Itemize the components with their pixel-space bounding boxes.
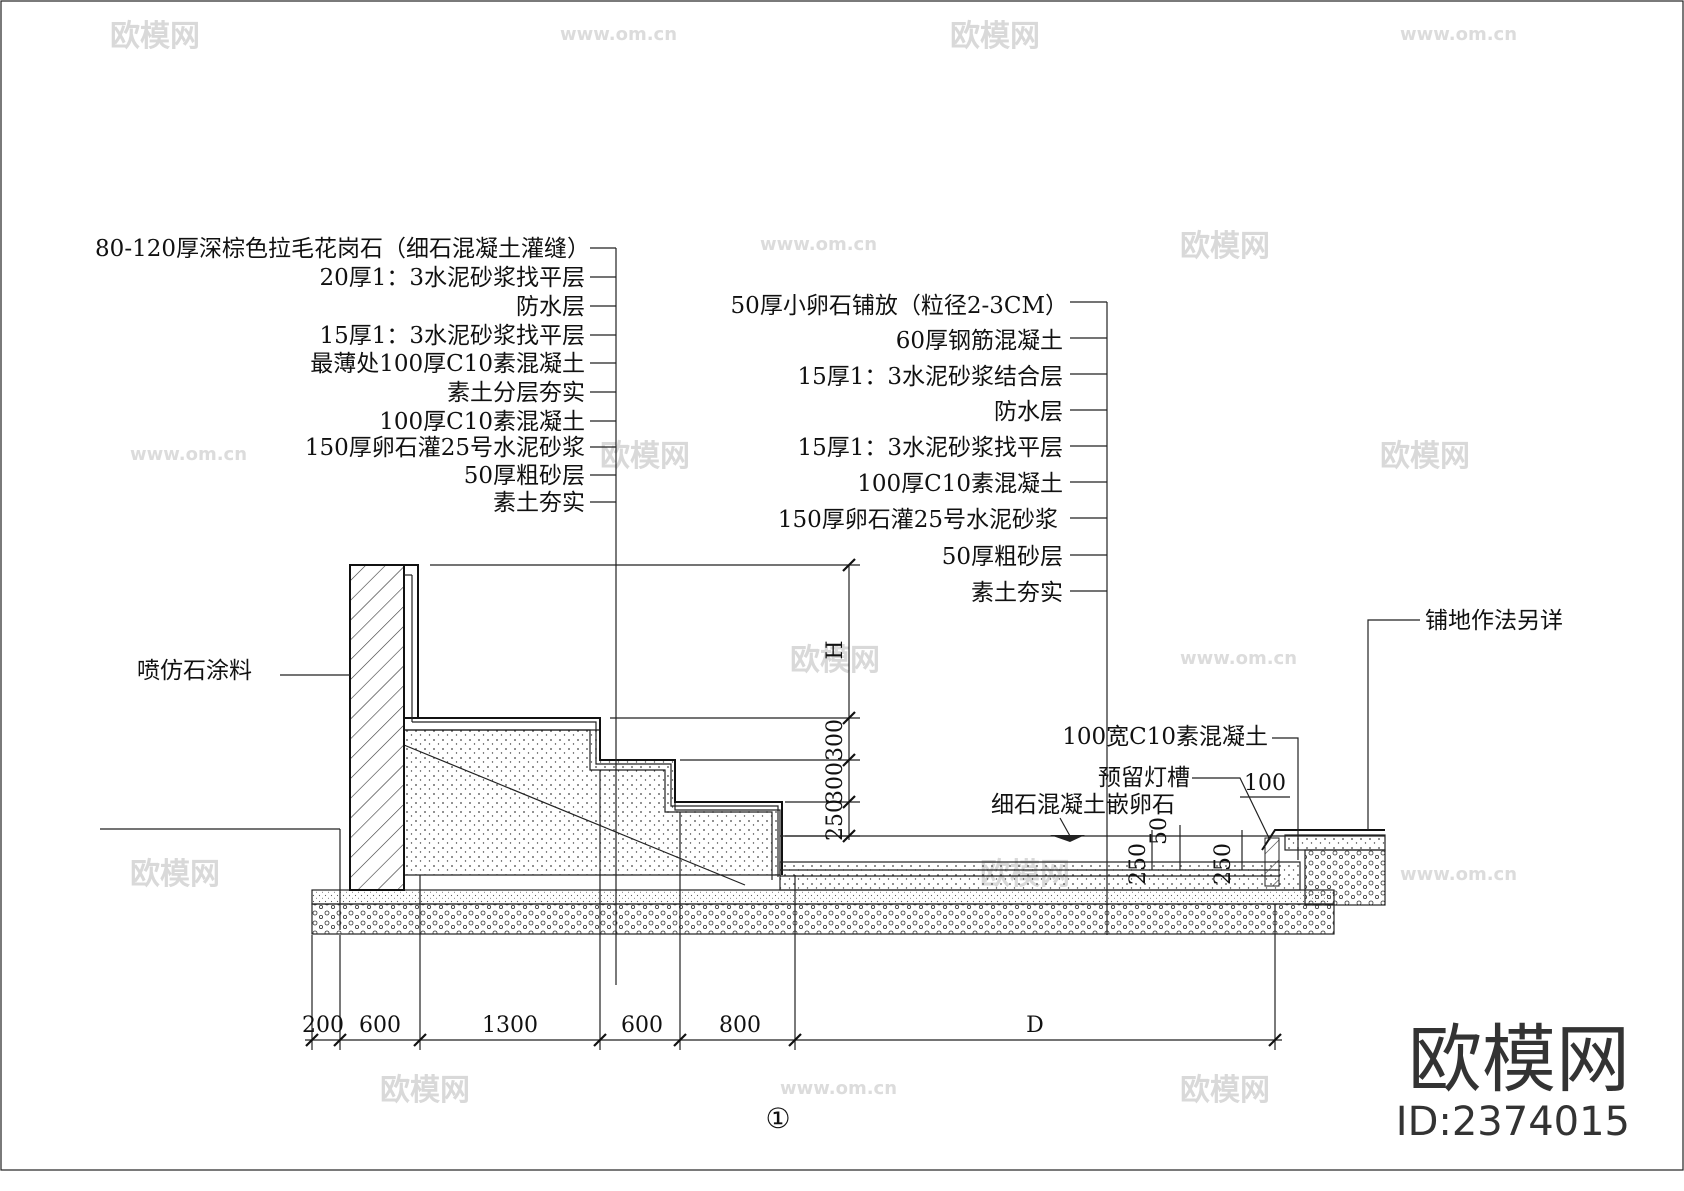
watermark-logo: 欧模网 [950, 19, 1040, 54]
dim-300-b: 300 [823, 762, 848, 804]
brand-name: 欧模网 [1408, 1017, 1630, 1103]
watermark-logo: 欧模网 [130, 857, 220, 892]
paving-base [1284, 834, 1386, 851]
callout-left-4: 15厚1：3水泥砂浆找平层 [319, 323, 585, 349]
light-slot-wall [1264, 837, 1280, 887]
wall-coating-label: 喷仿石涂料 [137, 658, 252, 684]
callout-left-10: 素土夯实 [493, 490, 585, 516]
paving-note-label: 铺地作法另详 [1425, 608, 1563, 634]
edge-concrete-label: 100宽C10素混凝土 [1062, 724, 1268, 750]
edge-width-dim: 100 [1244, 771, 1286, 796]
callout-left-1: 80-120厚深棕色拉毛花岗石（细石混凝土灌缝） [95, 236, 590, 262]
dim-D: D [1026, 1013, 1044, 1038]
callout-right-6: 100厚C10素混凝土 [857, 471, 1063, 497]
other-labels: 喷仿石涂料 铺地作法另详 100宽C10素混凝土 预留灯槽 100 细石混凝土嵌… [137, 608, 1563, 885]
dim-250: 250 [823, 799, 848, 841]
callout-left-3: 防水层 [516, 294, 585, 320]
watermark-logo: 欧模网 [790, 643, 880, 678]
light-slot-label: 预留灯槽 [1098, 765, 1190, 791]
watermark-url: www.om.cn [130, 444, 247, 465]
callout-right-3: 15厚1：3水泥砂浆结合层 [797, 364, 1063, 390]
watermark-logo: 欧模网 [1180, 229, 1270, 264]
step-surface [404, 717, 783, 875]
watermark-url: www.om.cn [560, 24, 677, 45]
edge-pebble-block [1304, 849, 1386, 906]
watermark-url: www.om.cn [1400, 864, 1517, 885]
watermark-logo: 欧模网 [600, 439, 690, 474]
callout-left-9: 50厚粗砂层 [464, 463, 585, 489]
callout-left-8: 150厚卵石灌25号水泥砂浆 [305, 435, 585, 461]
callout-right-9: 素土夯实 [971, 580, 1063, 606]
dim-1300: 1300 [482, 1013, 538, 1038]
slot-depth-a: 50 [1147, 817, 1172, 845]
watermark-logo: 欧模网 [110, 19, 200, 54]
callout-left-5: 最薄处100厚C10素混凝土 [310, 351, 585, 377]
pebble-mortar-layer [311, 903, 1335, 935]
dim-H: H [823, 640, 848, 659]
watermark-url: www.om.cn [780, 1078, 897, 1099]
callout-right-1: 50厚小卵石铺放（粒径2-3CM） [731, 293, 1068, 319]
watermark-url: www.om.cn [1180, 648, 1297, 669]
detail-number: ① [765, 1102, 790, 1135]
slot-depth-b: 250 [1211, 843, 1236, 885]
watermark-url: www.om.cn [760, 234, 877, 255]
dim-600-a: 600 [359, 1013, 401, 1038]
callout-right-7: 150厚卵石灌25号水泥砂浆 [778, 507, 1058, 533]
pebble-inlay-label: 细石混凝土嵌卵石 [991, 792, 1175, 818]
dim-300-a: 300 [823, 719, 848, 761]
callout-left-6: 素土分层夯实 [447, 380, 585, 406]
brand-id: ID:2374015 [1396, 1099, 1630, 1145]
watermark-logo: 欧模网 [1180, 1073, 1270, 1108]
dim-800: 800 [719, 1013, 761, 1038]
watermark-logo: 欧模网 [380, 1073, 470, 1108]
vertical-dimension-chain: H 300 300 250 [430, 558, 860, 843]
callout-left-2: 20厚1：3水泥砂浆找平层 [319, 265, 585, 291]
section-structure [100, 564, 1386, 935]
callout-right-5: 15厚1：3水泥砂浆找平层 [797, 435, 1063, 461]
dim-600-b: 600 [621, 1013, 663, 1038]
sand-layer [311, 889, 1335, 905]
step-waterproof [412, 721, 779, 877]
callout-right-2: 60厚钢筋混凝土 [896, 328, 1063, 354]
watermark-url: www.om.cn [1400, 24, 1517, 45]
dim-200: 200 [302, 1013, 344, 1038]
step-layer [404, 729, 773, 880]
right-callout-group: 50厚小卵石铺放（粒径2-3CM） 60厚钢筋混凝土 15厚1：3水泥砂浆结合层… [731, 293, 1108, 935]
bottom-dimension-chain: 200 600 1300 600 800 D [302, 770, 1282, 1050]
watermark-logo: 欧模网 [1380, 439, 1470, 474]
retaining-wall [349, 564, 405, 891]
pebble-inlay-mark [1050, 835, 1085, 842]
callout-right-4: 防水层 [994, 399, 1063, 425]
left-callout-group: 80-120厚深棕色拉毛花岗石（细石混凝土灌缝） 20厚1：3水泥砂浆找平层 防… [95, 236, 617, 985]
callout-right-8: 50厚粗砂层 [942, 544, 1063, 570]
basin-depth-dim: 250 [1126, 843, 1151, 885]
callout-left-7: 100厚C10素混凝土 [379, 409, 585, 435]
watermark-group: 欧模网 www.om.cn 欧模网 www.om.cn www.om.cn 欧模… [110, 19, 1517, 1108]
